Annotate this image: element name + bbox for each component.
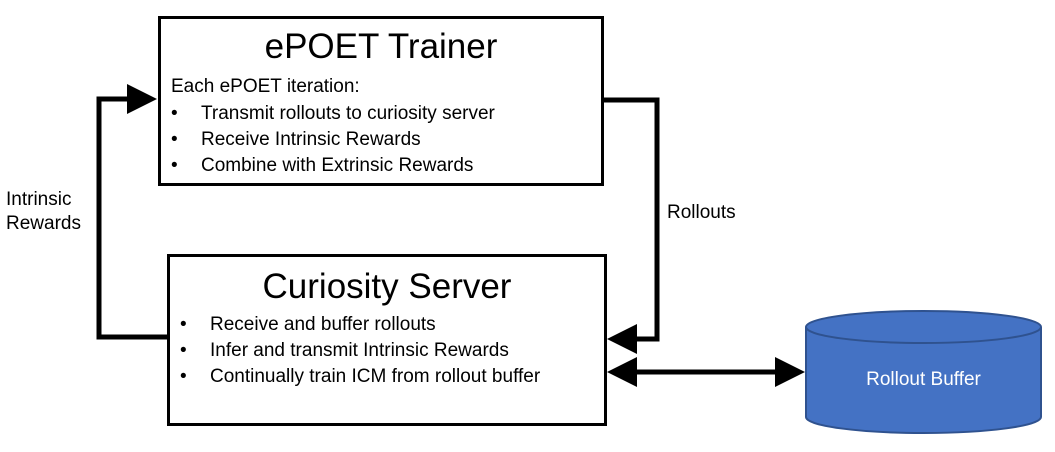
- bullet-text: Receive Intrinsic Rewards: [201, 129, 421, 150]
- bullet-text: Combine with Extrinsic Rewards: [201, 155, 474, 176]
- bullet-text: Infer and transmit Intrinsic Rewards: [210, 340, 509, 361]
- bullet-icon: •: [180, 340, 187, 361]
- curiosity-server-box: Curiosity Server • Receive and buffer rol…: [167, 254, 607, 426]
- bullet-text: Continually train ICM from rollout buffe…: [210, 366, 541, 387]
- bullet-text: Receive and buffer rollouts: [210, 314, 436, 335]
- list-item: • Continually train ICM from rollout buff…: [178, 364, 540, 390]
- rollouts-arrow: [604, 97, 660, 354]
- bullet-icon: •: [180, 366, 187, 387]
- server-bullet-list: • Receive and buffer rollouts • Infer and …: [178, 312, 540, 390]
- bullet-icon: •: [171, 129, 178, 150]
- intrinsic-rewards-label: Intrinsic Rewards: [6, 188, 81, 236]
- bullet-icon: •: [171, 155, 178, 176]
- list-item: • Receive Intrinsic Rewards: [169, 127, 495, 153]
- list-item: • Transmit rollouts to curiosity server: [169, 101, 495, 127]
- intrinsic-label-line1: Intrinsic: [6, 189, 72, 210]
- bullet-icon: •: [171, 103, 178, 124]
- rollout-buffer-label: Rollout Buffer: [866, 369, 981, 390]
- list-item: • Infer and transmit Intrinsic Rewards: [178, 338, 540, 364]
- bullet-icon: •: [180, 314, 187, 335]
- trainer-title: ePOET Trainer: [264, 27, 498, 66]
- intrinsic-label-line2: Rewards: [6, 213, 81, 234]
- list-item: • Receive and buffer rollouts: [178, 312, 540, 338]
- epoet-trainer-box: ePOET Trainer Each ePOET iteration: • Tra…: [158, 16, 604, 186]
- cylinder-top: [805, 310, 1042, 344]
- server-title: Curiosity Server: [262, 267, 512, 306]
- list-item: • Combine with Extrinsic Rewards: [169, 153, 495, 179]
- trainer-intro: Each ePOET iteration:: [171, 76, 360, 97]
- cylinder-body: [805, 327, 1042, 434]
- trainer-bullet-list: • Transmit rollouts to curiosity server •…: [169, 101, 495, 179]
- rollouts-label: Rollouts: [667, 202, 736, 223]
- bullet-text: Transmit rollouts to curiosity server: [201, 103, 495, 124]
- intrinsic-rewards-arrow: [96, 84, 167, 340]
